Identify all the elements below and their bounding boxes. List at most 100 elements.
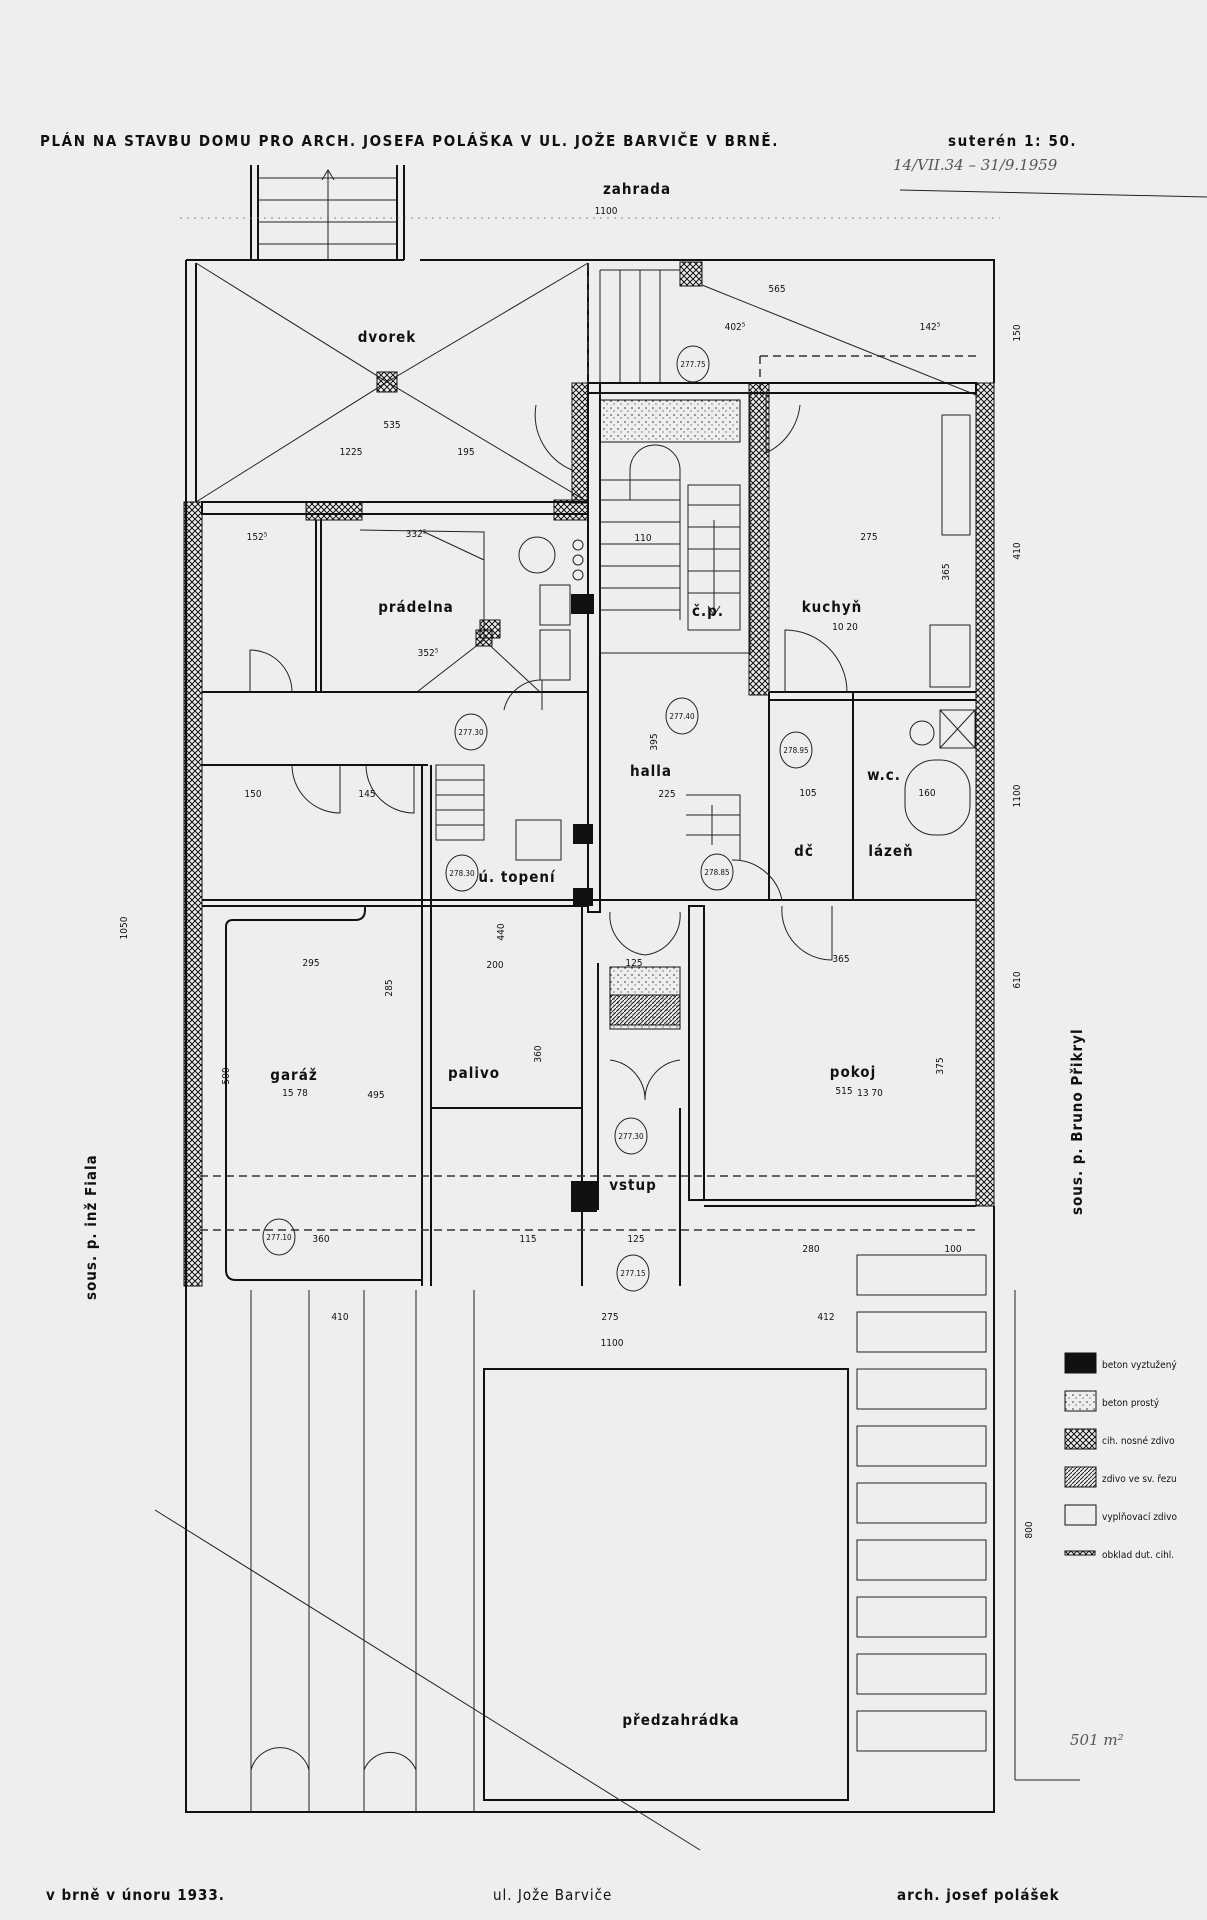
- legend-swatch-diagonal: [1064, 1466, 1097, 1488]
- dimension-label: 1100: [595, 206, 618, 217]
- dimension-label: 150: [1012, 324, 1023, 341]
- plan-title: PLÁN NA STAVBU DOMU PRO ARCH. JOSEFA POL…: [40, 131, 779, 150]
- toilet: [909, 720, 935, 746]
- lawn-bed: [483, 1368, 849, 1801]
- paving-slab: [856, 1425, 987, 1467]
- dimension-label: 125: [625, 958, 642, 969]
- room-label-dc: dč: [794, 842, 814, 860]
- level-marker-circle: [665, 697, 699, 735]
- door-swings: [249, 393, 848, 1101]
- legend-label: beton vyztužený: [1102, 1359, 1177, 1371]
- level-marker-circle: [614, 1117, 648, 1155]
- room-label-predzahradka: předzahrádka: [622, 1711, 739, 1729]
- room-label-wc: w.c.: [867, 766, 901, 784]
- room-label-dvorek: dvorek: [358, 328, 417, 346]
- handwritten-area: 501 m²: [1070, 1731, 1124, 1749]
- reinforced-concrete-blocks: [479, 594, 681, 1212]
- garden-stairs: [250, 165, 405, 260]
- dimension-label: 410: [1012, 542, 1023, 559]
- paving-slab: [856, 1596, 987, 1638]
- room-label-kuchyn: kuchyň: [802, 598, 863, 616]
- legend-label: beton prostý: [1102, 1397, 1160, 1409]
- room-label-pokoj: pokoj: [830, 1063, 876, 1081]
- legend-swatch-crosshatch: [1064, 1428, 1097, 1450]
- dimension-label: 495: [367, 1090, 384, 1101]
- dimension-label: 365: [941, 563, 952, 580]
- legend-label: cih. nosné zdivo: [1102, 1435, 1175, 1447]
- level-marker-circle: [779, 731, 813, 769]
- level-marker-circle: [445, 854, 479, 892]
- legend-label: obklad dut. cihl.: [1102, 1550, 1174, 1561]
- dimension-label: 800: [1024, 1521, 1035, 1538]
- footer-architect: arch. josef polášek: [897, 1886, 1060, 1904]
- room-area-kuchyn: 10 20: [832, 622, 858, 633]
- dimension-label: 285: [384, 979, 395, 996]
- neighbor-left: sous. p. inž Fiala: [82, 1154, 100, 1300]
- level-value: 277.30: [458, 728, 484, 737]
- level-value: 278.85: [704, 868, 729, 877]
- dimension-label: 195: [457, 447, 474, 458]
- dimension-label: 610: [1012, 971, 1023, 988]
- room-label-utopeni: ú. topení: [478, 868, 556, 886]
- dimension-label: 142⁵: [920, 322, 941, 333]
- dimension-label: 412: [817, 1312, 834, 1323]
- dimension-label: 332⁵: [406, 529, 427, 540]
- dimension-label: 275: [601, 1312, 618, 1323]
- dimension-label: 1100: [1012, 784, 1023, 807]
- room-label-garaz: garáž: [270, 1066, 317, 1084]
- dimension-label: 395: [649, 733, 660, 750]
- dimension-label: 280: [802, 1244, 819, 1255]
- dimension-label: 365: [832, 954, 849, 965]
- dimension-label: 115: [519, 1234, 536, 1245]
- room-label-cp: č.p.: [692, 602, 724, 620]
- legend-label: vyplňovací zdivo: [1102, 1511, 1177, 1523]
- legend: beton vyztužený beton prostý cih. nosné zd…: [1064, 1352, 1177, 1561]
- dimension-label: 295: [302, 958, 319, 969]
- dimension-label: 440: [496, 923, 507, 940]
- paving-slab: [856, 1539, 987, 1581]
- room-label-palivo: palivo: [448, 1064, 500, 1082]
- paving-slab: [856, 1311, 987, 1353]
- dimension-label: 125: [627, 1234, 644, 1245]
- room-label-lazen: lázeň: [868, 842, 913, 860]
- dimension-label: 200: [486, 960, 503, 971]
- room-labels: dvorek prádelna kuchyň 10 20 č.p. halla …: [270, 328, 913, 1729]
- legend-swatch-dotted: [1064, 1390, 1097, 1412]
- level-value: 277.75: [680, 360, 705, 369]
- bathtub: [904, 759, 971, 836]
- paving-slab: [856, 1710, 987, 1752]
- room-label-halla: halla: [630, 762, 672, 780]
- room-label-pradelna: prádelna: [378, 598, 454, 616]
- dimension-label: 410: [331, 1312, 348, 1323]
- level-value: 277.10: [266, 1233, 292, 1242]
- header-stroke: [899, 189, 1207, 198]
- level-value: 278.30: [449, 869, 475, 878]
- dimension-label: 402⁵: [725, 322, 746, 333]
- level-marker-circle: [454, 713, 488, 751]
- dimension-label: 225: [658, 789, 675, 800]
- front-garden: [154, 1175, 1080, 1851]
- dimension-label: 515: [835, 1086, 852, 1097]
- paving-slab: [856, 1368, 987, 1410]
- palivo-room-walls: [430, 905, 583, 1109]
- dimension-label: 565: [768, 284, 785, 295]
- dimension-label: 145: [358, 789, 375, 800]
- legend-swatch-empty: [1064, 1504, 1097, 1526]
- dimension-label: 152⁵: [247, 532, 268, 543]
- level-value: 278.95: [783, 746, 808, 755]
- neighbor-right: sous. p. Bruno Přikryl: [1068, 1028, 1086, 1215]
- main-staircase: [435, 392, 751, 860]
- dimension-label: 1050: [119, 916, 130, 939]
- sheet-scale: suterén 1: 50.: [948, 132, 1077, 150]
- dimension-label: 105: [799, 788, 816, 799]
- room-label-vstup: vstup: [609, 1176, 657, 1194]
- level-marker-circle: [700, 853, 734, 891]
- dimension-label: 375: [935, 1057, 946, 1074]
- dimension-label: 110: [634, 533, 651, 544]
- paving-slabs: [856, 1254, 987, 1752]
- outer-walls: [180, 217, 1000, 1813]
- dimension-label: 360: [533, 1045, 544, 1062]
